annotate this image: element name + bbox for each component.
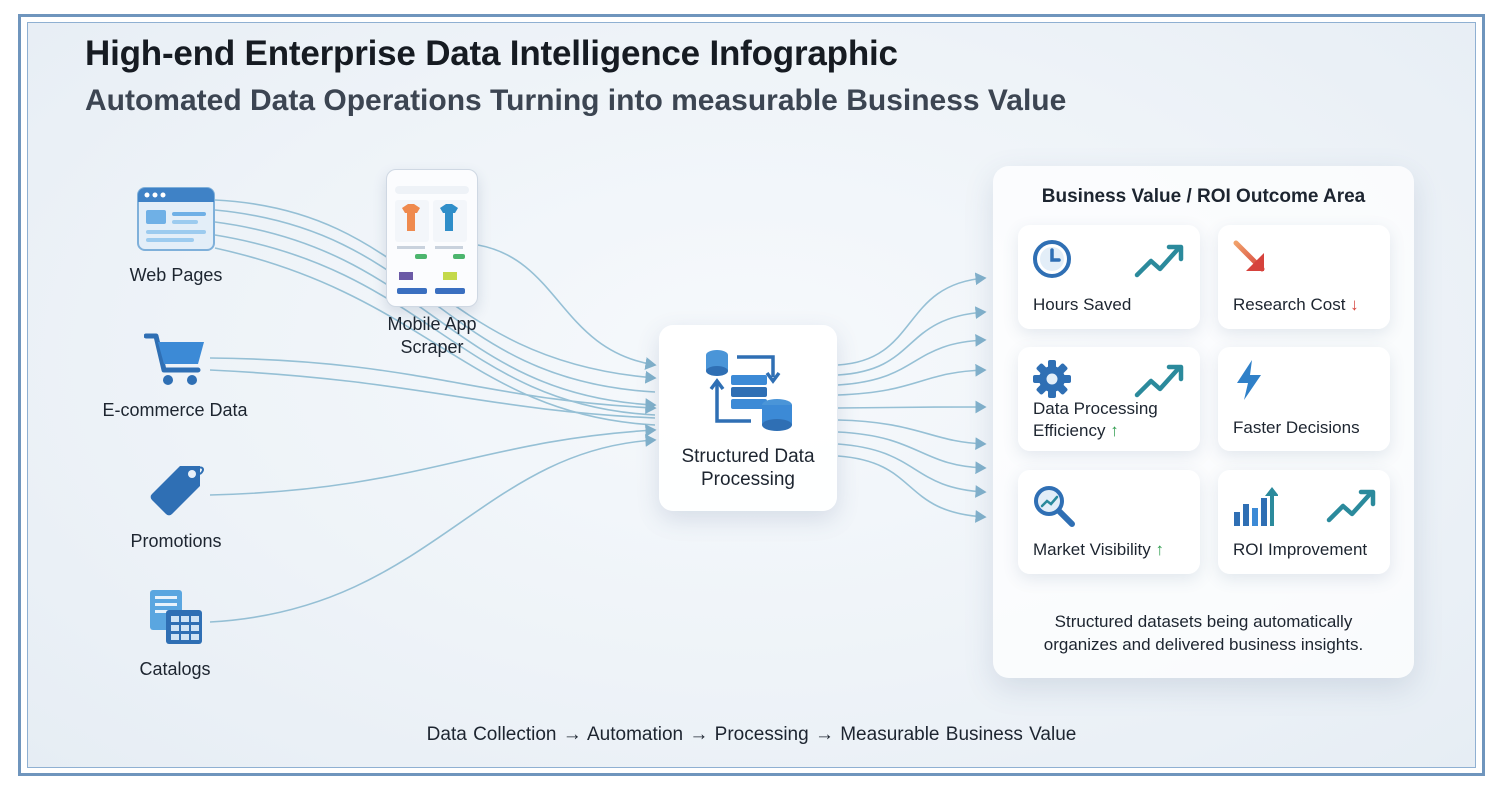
flow-line [837,306,987,376]
roi-card-label-text: Data Processing Efficiency [1033,399,1158,440]
roi-card-hours-saved: Hours Saved [1018,225,1200,329]
flow-line [209,369,656,419]
roi-outcome-panel: Business Value / ROI Outcome Area Hours … [993,166,1414,678]
trend-arrow: ↑ [1155,540,1165,559]
lightning-icon [1237,360,1261,400]
trend-arrow: ↓ [1350,295,1359,314]
source-label-ecommerce: E-commerce Data [102,400,248,420]
flow-line [837,400,987,414]
catalog-table-icon [150,590,202,644]
source-label-mobile-app: Mobile App Scraper [387,314,477,357]
app-screen-illustration [395,186,469,294]
roi-card-processing-efficiency: Data Processing Efficiency ↑ [1018,347,1200,451]
roi-card-research-cost: Research Cost ↓ [1218,225,1390,329]
roi-card-label: Market Visibility ↑ [1033,539,1164,561]
flow-line [837,419,987,451]
processing-label: Structured Data Processing [681,446,815,490]
magnifier-trend-icon [1034,486,1075,527]
price-tag-icon [150,466,204,516]
flow-line [837,363,987,396]
flow-line [209,434,657,623]
trend-up-icon [1326,489,1376,523]
flow-line [214,234,656,416]
flow-line [214,221,657,411]
web-page-icon [137,187,215,251]
clock-icon [1033,240,1071,278]
flow-line [837,333,987,386]
source-label-promotions: Promotions [130,531,222,551]
roi-card-label-text: Hours Saved [1033,295,1132,314]
flow-line [837,455,987,523]
trend-up-icon [1134,364,1184,398]
processing-node: Structured Data Processing [659,325,837,511]
page-subtitle: Automated Data Operations Turning into m… [85,84,1067,117]
roi-card-roi-improvement: ROI Improvement [1218,470,1390,574]
trend-arrow: ↑ [1110,421,1119,440]
page-title: High-end Enterprise Data Intelligence In… [85,34,898,73]
flow-line [209,424,657,496]
down-arrow-icon [1233,240,1265,272]
roi-card-label: Hours Saved [1033,294,1131,316]
flow-line [837,443,987,498]
smartphone-icon [386,169,478,307]
trend-up-icon [1134,244,1184,278]
flow-line [477,244,657,370]
roi-card-label-text: Faster Decisions [1233,418,1360,437]
roi-card-label: Research Cost ↓ [1233,294,1359,316]
roi-card-label: ROI Improvement [1233,539,1367,561]
flow-line [209,357,657,414]
source-label-catalogs: Catalogs [139,659,211,679]
roi-card-label-text: Market Visibility [1033,540,1151,559]
shopping-cart-icon [144,333,204,385]
pipeline-caption: Data Collection → Automation → Processin… [426,724,1077,745]
flow-line [214,247,656,426]
bar-chart-up-icon [1234,487,1278,526]
roi-card-faster-decisions: Faster Decisions [1218,347,1390,451]
source-label-web-pages: Web Pages [129,265,223,285]
roi-panel-title: Business Value / ROI Outcome Area [1041,186,1366,207]
roi-card-label-text: Research Cost [1233,295,1346,314]
gear-icon [1033,360,1071,398]
flow-line [837,431,987,475]
database-sync-icon [706,350,792,431]
flow-line [837,272,987,366]
roi-card-label-text: ROI Improvement [1233,540,1368,559]
roi-panel-footer: Structured datasets being automatically … [1043,612,1364,654]
roi-card-label: Data Processing Efficiency ↑ [1033,398,1158,442]
roi-card-label: Faster Decisions [1233,417,1360,439]
roi-card-market-visibility: Market Visibility ↑ [1018,470,1200,574]
